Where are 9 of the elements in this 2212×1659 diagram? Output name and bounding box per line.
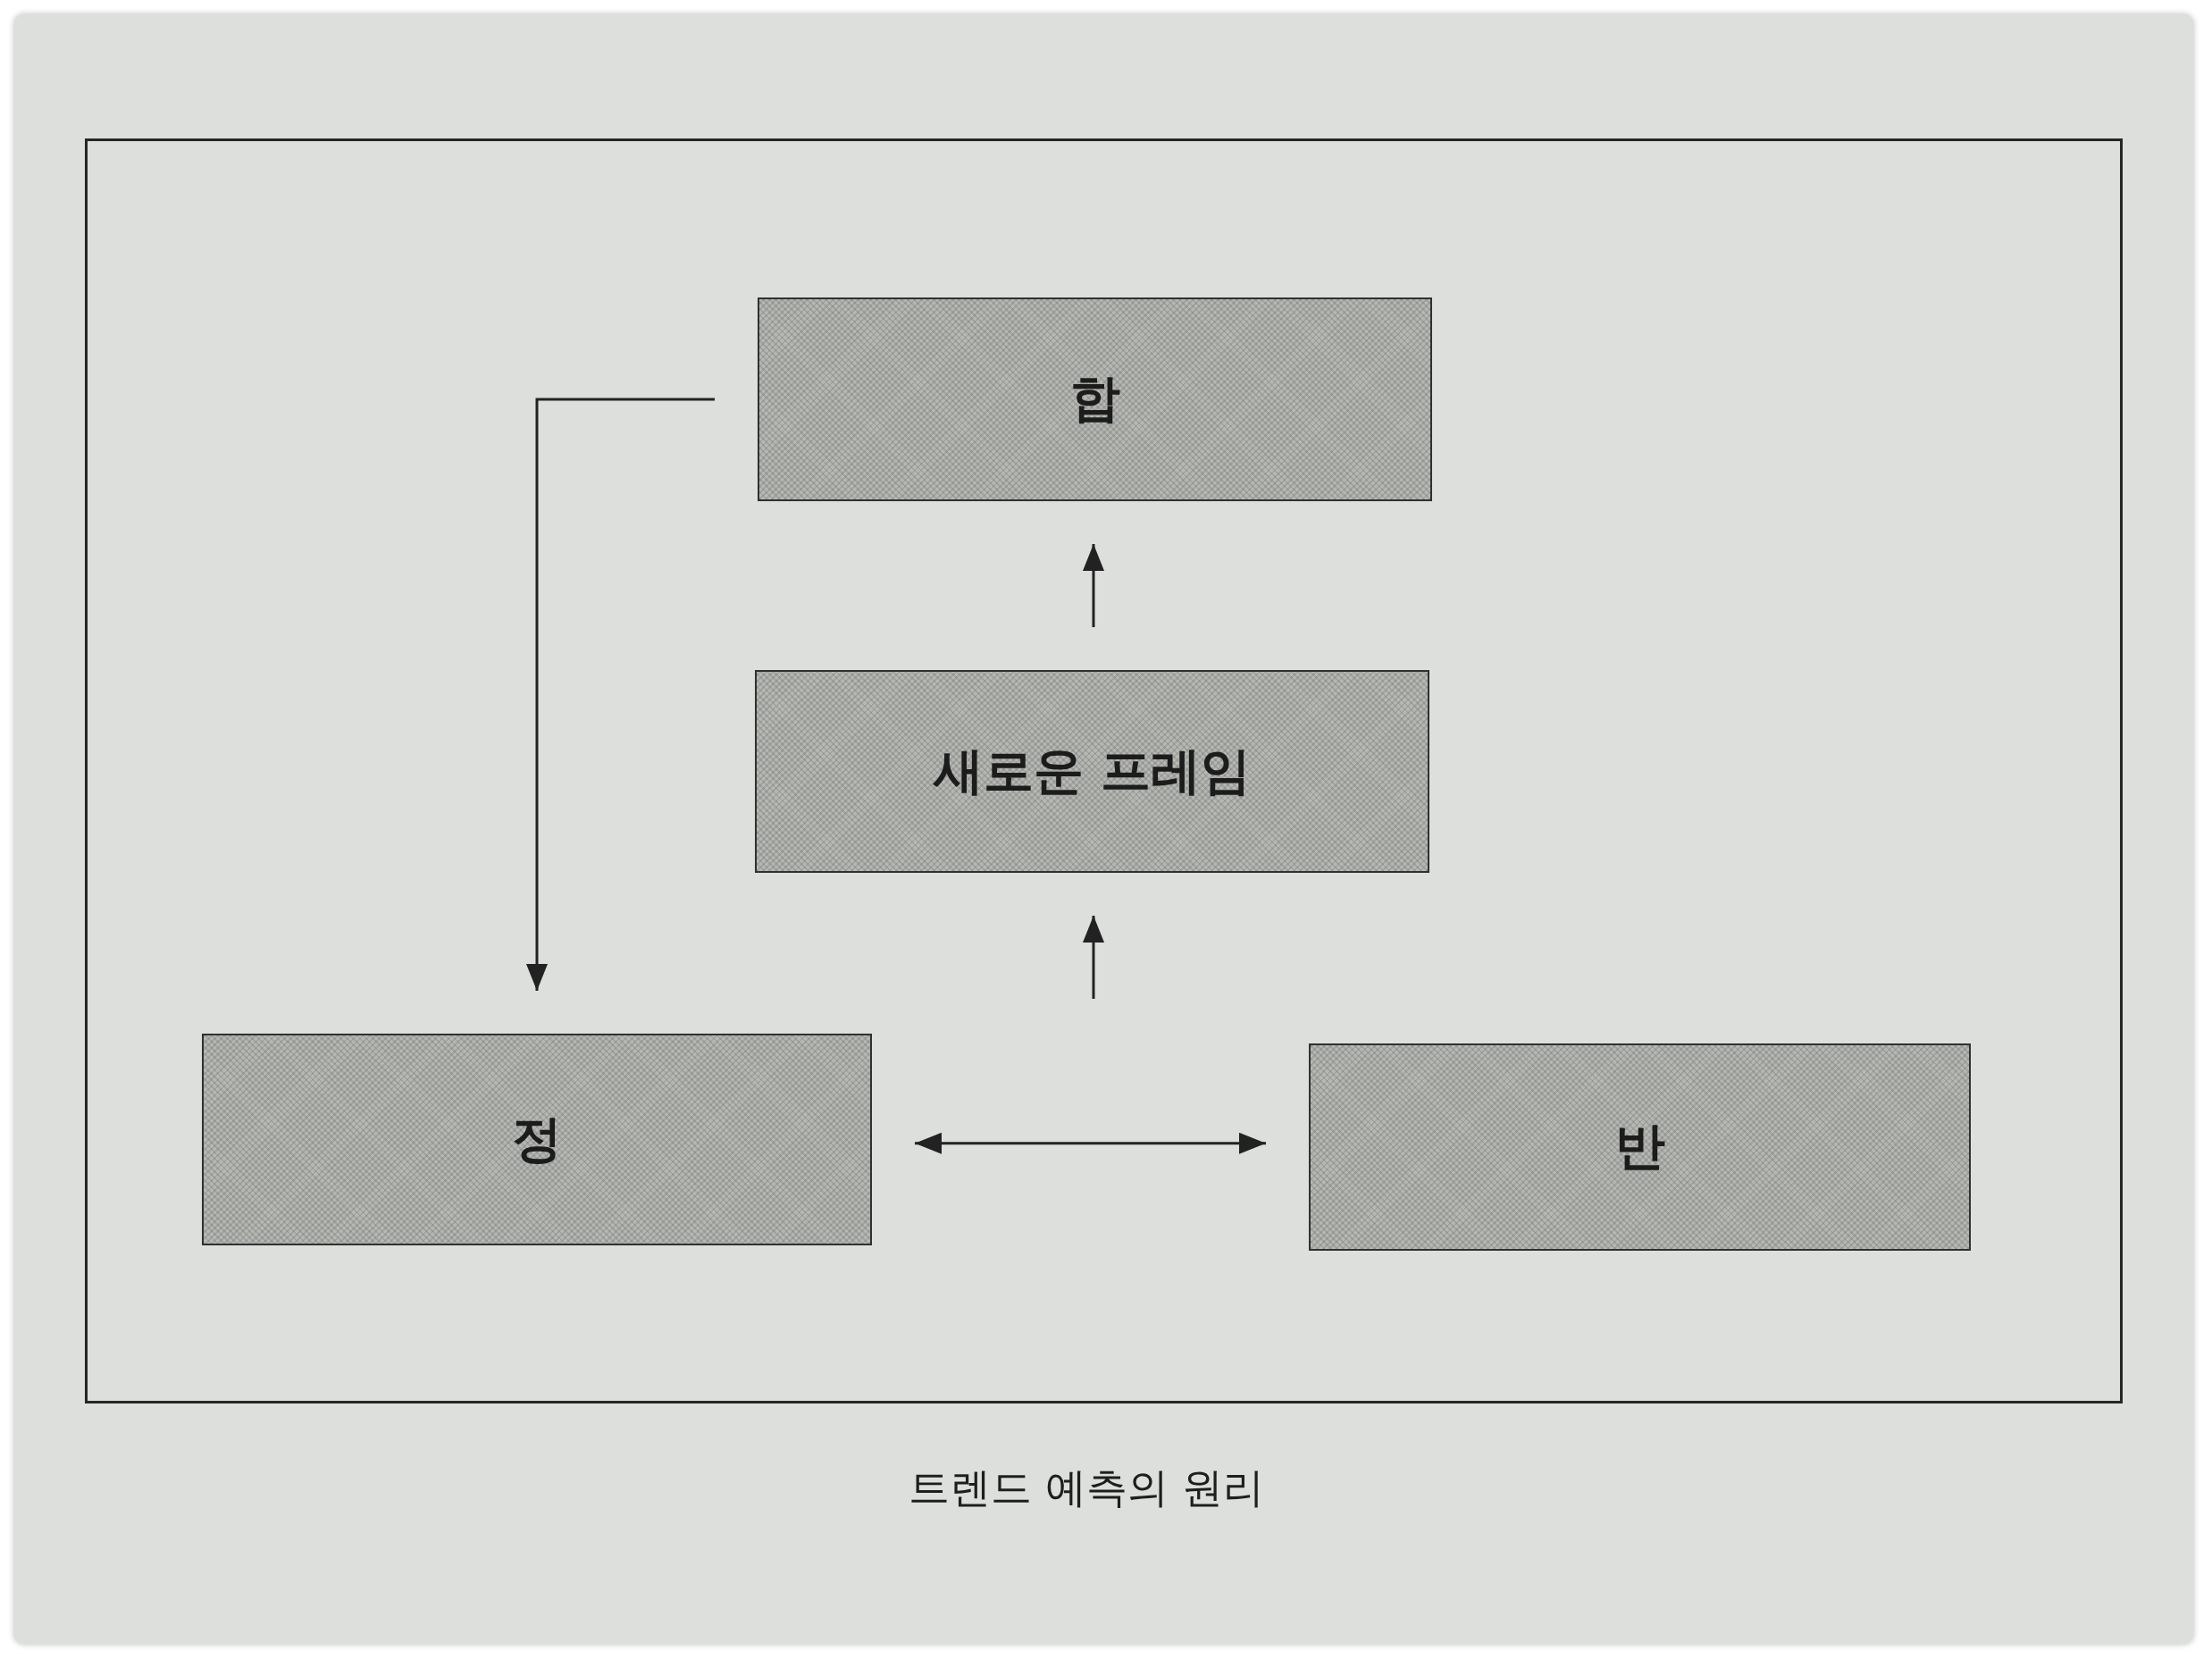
arrow — [1083, 544, 1104, 627]
arrow — [915, 1132, 1266, 1154]
process-box: 새로운 프레임 — [755, 670, 1429, 873]
process-box: 반 — [1309, 1043, 1971, 1251]
figure-caption: 트렌드 예측의 원리 — [909, 1465, 1264, 1511]
arrow — [526, 398, 715, 991]
process-box: 정 — [202, 1034, 872, 1245]
arrow — [1083, 916, 1104, 999]
process-box: 합 — [758, 297, 1432, 501]
